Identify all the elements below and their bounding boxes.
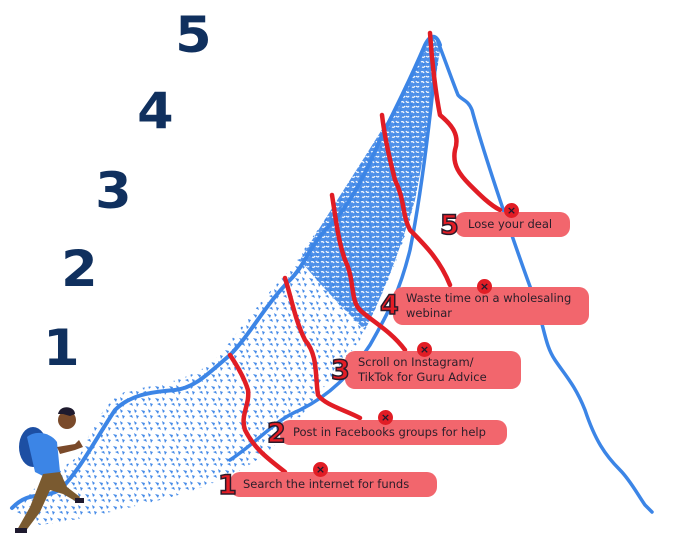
hiker-climbing-icon: [15, 407, 84, 533]
mountain-inner-ridge: [228, 58, 438, 462]
mountain-face: [12, 35, 440, 525]
step-3-number: 3: [330, 355, 350, 386]
mountain-upper-face: [300, 35, 440, 330]
red-path-3: [329, 192, 408, 353]
red-path-4: [379, 112, 453, 288]
step-1-label: Search the internet for funds: [230, 472, 437, 497]
step-number-1-large: 1: [43, 319, 80, 377]
mountain-left-ridge: [10, 34, 442, 510]
step-3-label: Scroll on Instagram/ TikTok for Guru Adv…: [345, 351, 521, 389]
step-1-number: 1: [217, 470, 237, 501]
red-path-1: [227, 352, 288, 475]
fail-x-icon: ×: [477, 279, 492, 294]
step-4-text-line-1: Waste time on a wholesaling: [406, 291, 572, 305]
red-paths: [227, 30, 503, 475]
step-2-label: Post in Facebooks groups for help: [280, 420, 507, 445]
red-path-5: [427, 30, 503, 213]
red-path-2: [282, 275, 363, 421]
step-number-2-large: 2: [61, 240, 98, 298]
step-5-number: 5: [439, 210, 459, 241]
step-3-text-line-2: TikTok for Guru Advice: [358, 370, 487, 384]
step-4-text-line-2: webinar: [406, 306, 453, 320]
step-number-4-large: 4: [137, 82, 174, 140]
step-1-text: Search the internet for funds: [243, 477, 410, 491]
step-5-text: Lose your deal: [468, 217, 553, 231]
step-2-number: 2: [266, 418, 286, 449]
step-2-text: Post in Facebooks groups for help: [293, 425, 486, 439]
fail-x-icon: ×: [504, 203, 519, 218]
step-number-5-large: 5: [175, 6, 212, 64]
step-3-text-line-1: Scroll on Instagram/: [358, 355, 474, 369]
step-4-number: 4: [379, 290, 399, 321]
step-number-3-large: 3: [95, 162, 132, 220]
fail-x-icon: ×: [313, 462, 328, 477]
fail-x-icon: ×: [378, 410, 393, 425]
fail-x-icon: ×: [417, 342, 432, 357]
step-4-label: Waste time on a wholesaling webinar: [393, 287, 589, 325]
